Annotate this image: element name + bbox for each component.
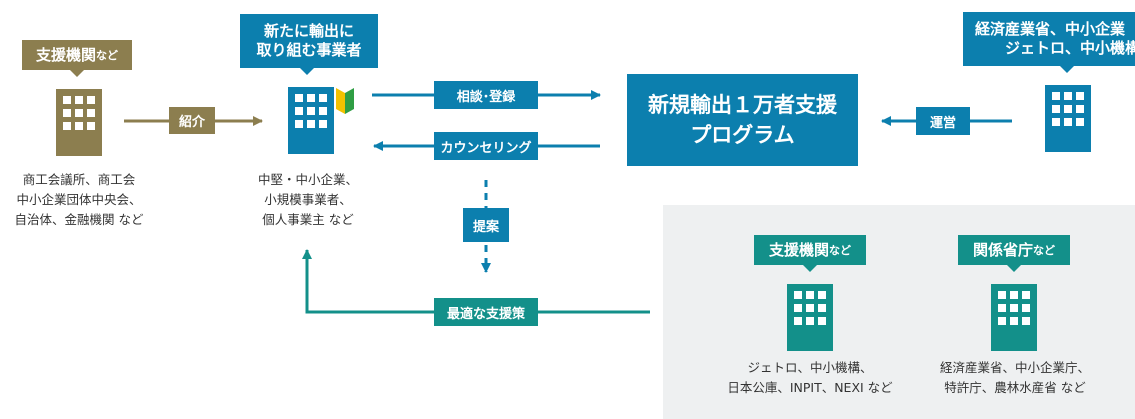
related-agencies-caption-line: 特許庁、農林水産省 など bbox=[944, 380, 1086, 395]
ministries-tag-line: ジェトロ、中小機構 bbox=[1005, 39, 1135, 57]
new-exporters-caption-line: 小規模事業者、 bbox=[264, 192, 352, 207]
panel-support-orgs-tag-suffix: など bbox=[829, 243, 851, 257]
program-box: 新規輸出１万者支援 プログラム bbox=[627, 74, 858, 166]
support-orgs-tag-pointer bbox=[70, 70, 84, 77]
new-exporters-tag: 新たに輸出に 取り組む事業者 bbox=[240, 14, 378, 68]
program-title-line: 新規輸出１万者支援 bbox=[648, 93, 837, 117]
new-exporters-tag-line: 新たに輸出に bbox=[263, 22, 354, 40]
ministries-tag-pointer bbox=[1060, 66, 1074, 73]
related-agencies-tag-pointer bbox=[1007, 265, 1021, 272]
ministries-tag-line: 経済産業省、中小企業 bbox=[975, 20, 1126, 38]
beginner-mark-icon bbox=[336, 88, 354, 114]
new-exporters-caption-line: 個人事業主 など bbox=[262, 212, 354, 227]
ministries-building-icon bbox=[1045, 85, 1091, 152]
panel-support-orgs-caption-line: 日本公庫、INPIT、NEXI など bbox=[727, 380, 893, 395]
panel-support-orgs-tag-main: 支援機関 bbox=[768, 240, 829, 259]
new-exporters-caption-line: 中堅・中小企業、 bbox=[257, 172, 358, 187]
related-agencies-tag: 関係省庁など bbox=[958, 235, 1070, 265]
best-measures-label: 最適な支援策 bbox=[434, 298, 538, 326]
support-orgs-caption-line: 自治体、金融機関 など bbox=[14, 212, 144, 227]
ministries-tag: 経済産業省、中小企業 ジェトロ、中小機構 bbox=[963, 12, 1135, 66]
support-orgs-building-icon bbox=[56, 89, 102, 156]
new-exporters-tag-pointer bbox=[300, 68, 314, 75]
panel-support-orgs-tag: 支援機関など bbox=[754, 235, 866, 265]
program-title-line: プログラム bbox=[690, 123, 795, 147]
related-agencies-tag-suffix: など bbox=[1033, 243, 1055, 257]
operate-label: 運営 bbox=[916, 107, 970, 135]
related-agencies-tag-main: 関係省庁 bbox=[972, 240, 1033, 259]
related-agencies-caption-line: 経済産業省、中小企業庁、 bbox=[939, 360, 1090, 375]
new-exporters-building-icon bbox=[288, 87, 334, 154]
support-orgs-caption-line: 中小企業団体中央会、 bbox=[16, 192, 142, 207]
support-orgs-tag-main: 支援機関 bbox=[35, 45, 96, 64]
propose-label: 提案 bbox=[463, 208, 509, 242]
panel-support-orgs-caption-line: ジェトロ、中小機構、 bbox=[747, 360, 873, 375]
panel-support-orgs-building-icon bbox=[787, 284, 833, 351]
support-orgs-caption: 商工会議所、商工会 中小企業団体中央会、 自治体、金融機関 など bbox=[0, 170, 158, 230]
counseling-label: カウンセリング bbox=[434, 132, 538, 160]
consult-label: 相談･登録 bbox=[434, 81, 538, 109]
support-orgs-tag: 支援機関など bbox=[22, 40, 132, 70]
introduce-label: 紹介 bbox=[169, 107, 215, 134]
support-orgs-tag-suffix: など bbox=[96, 48, 118, 62]
new-exporters-caption: 中堅・中小企業、 小規模事業者、 個人事業主 など bbox=[228, 170, 388, 230]
related-agencies-caption: 経済産業省、中小企業庁、 特許庁、農林水産省 など bbox=[920, 358, 1110, 398]
new-exporters-tag-line: 取り組む事業者 bbox=[256, 41, 362, 59]
support-orgs-caption-line: 商工会議所、商工会 bbox=[22, 172, 136, 187]
panel-support-orgs-tag-pointer bbox=[803, 265, 817, 272]
related-agencies-building-icon bbox=[991, 284, 1037, 351]
panel-support-orgs-caption: ジェトロ、中小機構、 日本公庫、INPIT、NEXI など bbox=[705, 358, 915, 398]
